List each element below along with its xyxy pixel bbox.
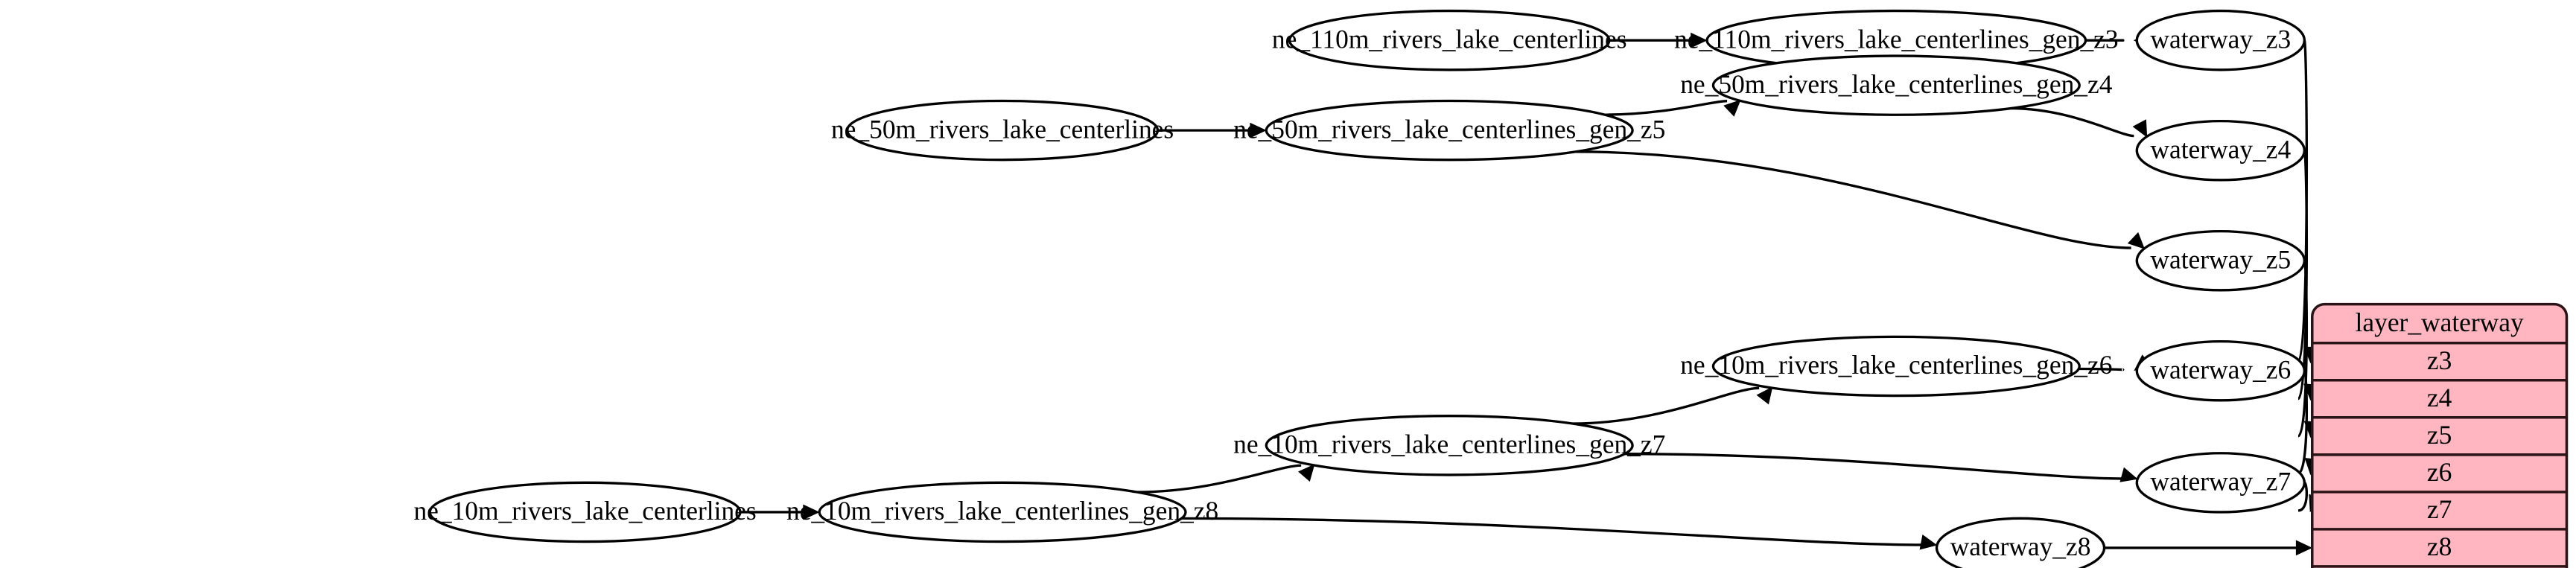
node-ellipse [1935, 517, 2106, 568]
graph-node-ne110_z3[interactable]: ne_110m_rivers_lake_centerlines_gen_z3 [1674, 9, 2119, 71]
node-ellipse [2135, 9, 2306, 71]
edge-arrow-icon [1250, 122, 1267, 138]
graph-node-waterway_z8[interactable]: waterway_z8 [1935, 517, 2106, 568]
table-row-z4[interactable]: z4 [2427, 383, 2452, 412]
layer-waterway-table-group[interactable]: layer_waterwayz3z4z5z6z7z8z9z10z11z12z13… [2310, 302, 2569, 568]
table-row-z5[interactable]: z5 [2427, 420, 2452, 450]
edges-layer [740, 32, 2324, 556]
edge-arrow-icon [1691, 32, 1708, 48]
graph-node-ne10_z6[interactable]: ne_10m_rivers_lake_centerlines_gen_z6 [1680, 335, 2112, 398]
node-label-ne50_z5: ne_50m_rivers_lake_centerlines_gen_z5 [1233, 114, 1665, 144]
edge-arrow-icon [2132, 119, 2148, 138]
node-label-waterway_z4: waterway_z4 [2150, 134, 2291, 164]
edge-ne10_z7-to-ne10_z6 [1572, 386, 1760, 425]
node-label-waterway_z6: waterway_z6 [2150, 354, 2291, 384]
node-label-ne10_z6: ne_10m_rivers_lake_centerlines_gen_z6 [1680, 350, 2112, 380]
table-row-z6[interactable]: z6 [2427, 457, 2452, 487]
edge-arrow-icon [2295, 540, 2313, 556]
edge-ne50_z4-to-waterway_z4 [2011, 106, 2134, 138]
node-label-waterway_z8: waterway_z8 [1950, 532, 2091, 561]
node-ellipse [2135, 119, 2306, 182]
node-label-ne10_z7: ne_10m_rivers_lake_centerlines_gen_z7 [1233, 430, 1665, 459]
edge-arrow-icon [1919, 535, 1938, 550]
node-label-ne110_z3: ne_110m_rivers_lake_centerlines_gen_z3 [1674, 24, 2119, 54]
edge-arrow-icon [1298, 464, 1315, 482]
node-ellipse [1265, 99, 1634, 162]
graph-node-ne10_z7[interactable]: ne_10m_rivers_lake_centerlines_gen_z7 [1233, 415, 1665, 476]
node-ellipse [1711, 54, 2081, 116]
node-label-ne110_cl: ne_110m_rivers_lake_centerlines [1272, 24, 1627, 54]
edge-waterway_z5-to-layer_waterway-z5 [2297, 259, 2309, 438]
edge-ne10_z8-to-waterway_z8 [1181, 517, 1924, 546]
node-label-ne10_cl: ne_10m_rivers_lake_centerlines [413, 496, 756, 526]
node-ellipse [2135, 229, 2306, 292]
node-ellipse [2135, 452, 2306, 514]
node-ellipse [818, 481, 1187, 543]
node-label-waterway_z5: waterway_z5 [2150, 244, 2291, 274]
node-ellipse [2135, 339, 2306, 402]
graph-node-ne110_cl[interactable]: ne_110m_rivers_lake_centerlines [1272, 9, 1627, 71]
node-label-ne10_z8: ne_10m_rivers_lake_centerlines_gen_z8 [786, 496, 1218, 526]
edge-arrow-icon [2127, 232, 2146, 249]
edge-ne50_z5-to-waterway_z5 [1575, 150, 2131, 249]
graph-node-waterway_z6[interactable]: waterway_z6 [2135, 339, 2306, 402]
node-label-waterway_z3: waterway_z3 [2150, 24, 2291, 54]
edge-arrow-icon [2119, 467, 2138, 482]
table-outer-border [2310, 302, 2569, 568]
edge-arrow-icon [1756, 386, 1773, 405]
graph-node-ne50_z5[interactable]: ne_50m_rivers_lake_centerlines_gen_z5 [1233, 99, 1665, 162]
graph-node-ne10_z8[interactable]: ne_10m_rivers_lake_centerlines_gen_z8 [786, 481, 1218, 543]
graph-node-waterway_z4[interactable]: waterway_z4 [2135, 119, 2306, 182]
edge-ne50_z5-to-ne50_z4 [1604, 99, 1728, 116]
table-row-z3[interactable]: z3 [2427, 345, 2452, 375]
edge-waterway_z6-to-layer_waterway-z6 [2297, 369, 2308, 475]
node-ellipse [1265, 415, 1634, 476]
node-label-ne50_cl: ne_50m_rivers_lake_centerlines [831, 114, 1174, 144]
node-ellipse [1288, 9, 1611, 71]
node-label-ne50_z4: ne_50m_rivers_lake_centerlines_gen_z4 [1680, 69, 2112, 99]
edge-arrow-icon [803, 504, 820, 520]
node-ellipse [846, 99, 1160, 162]
layer-waterway-table: layer_waterwayz3z4z5z6z7z8z9z10z11z12z13… [2310, 302, 2569, 568]
node-ellipse [1711, 335, 2081, 398]
graph-node-waterway_z5[interactable]: waterway_z5 [2135, 229, 2306, 292]
graph-node-ne50_cl[interactable]: ne_50m_rivers_lake_centerlines [831, 99, 1174, 162]
table-header-label: layer_waterway [2356, 307, 2524, 337]
graph-node-waterway_z7[interactable]: waterway_z7 [2135, 452, 2306, 514]
graph-node-ne10_cl[interactable]: ne_10m_rivers_lake_centerlines [413, 481, 757, 543]
node-label-waterway_z7: waterway_z7 [2150, 467, 2291, 497]
graph-node-waterway_z3[interactable]: waterway_z3 [2135, 9, 2306, 71]
nodes-layer: imposm3osm_waterway_linestringosm_import… [413, 9, 2306, 568]
table-row-z7[interactable]: z7 [2427, 494, 2452, 524]
edge-ne10_z7-to-waterway_z7 [1624, 453, 2124, 480]
node-ellipse [428, 481, 742, 543]
table-row-z8[interactable]: z8 [2427, 532, 2452, 561]
graph-node-ne50_z4[interactable]: ne_50m_rivers_lake_centerlines_gen_z4 [1680, 54, 2113, 116]
edge-ne10_z8-to-ne10_z7 [1136, 464, 1302, 494]
edge-arrow-icon [1723, 99, 1741, 117]
